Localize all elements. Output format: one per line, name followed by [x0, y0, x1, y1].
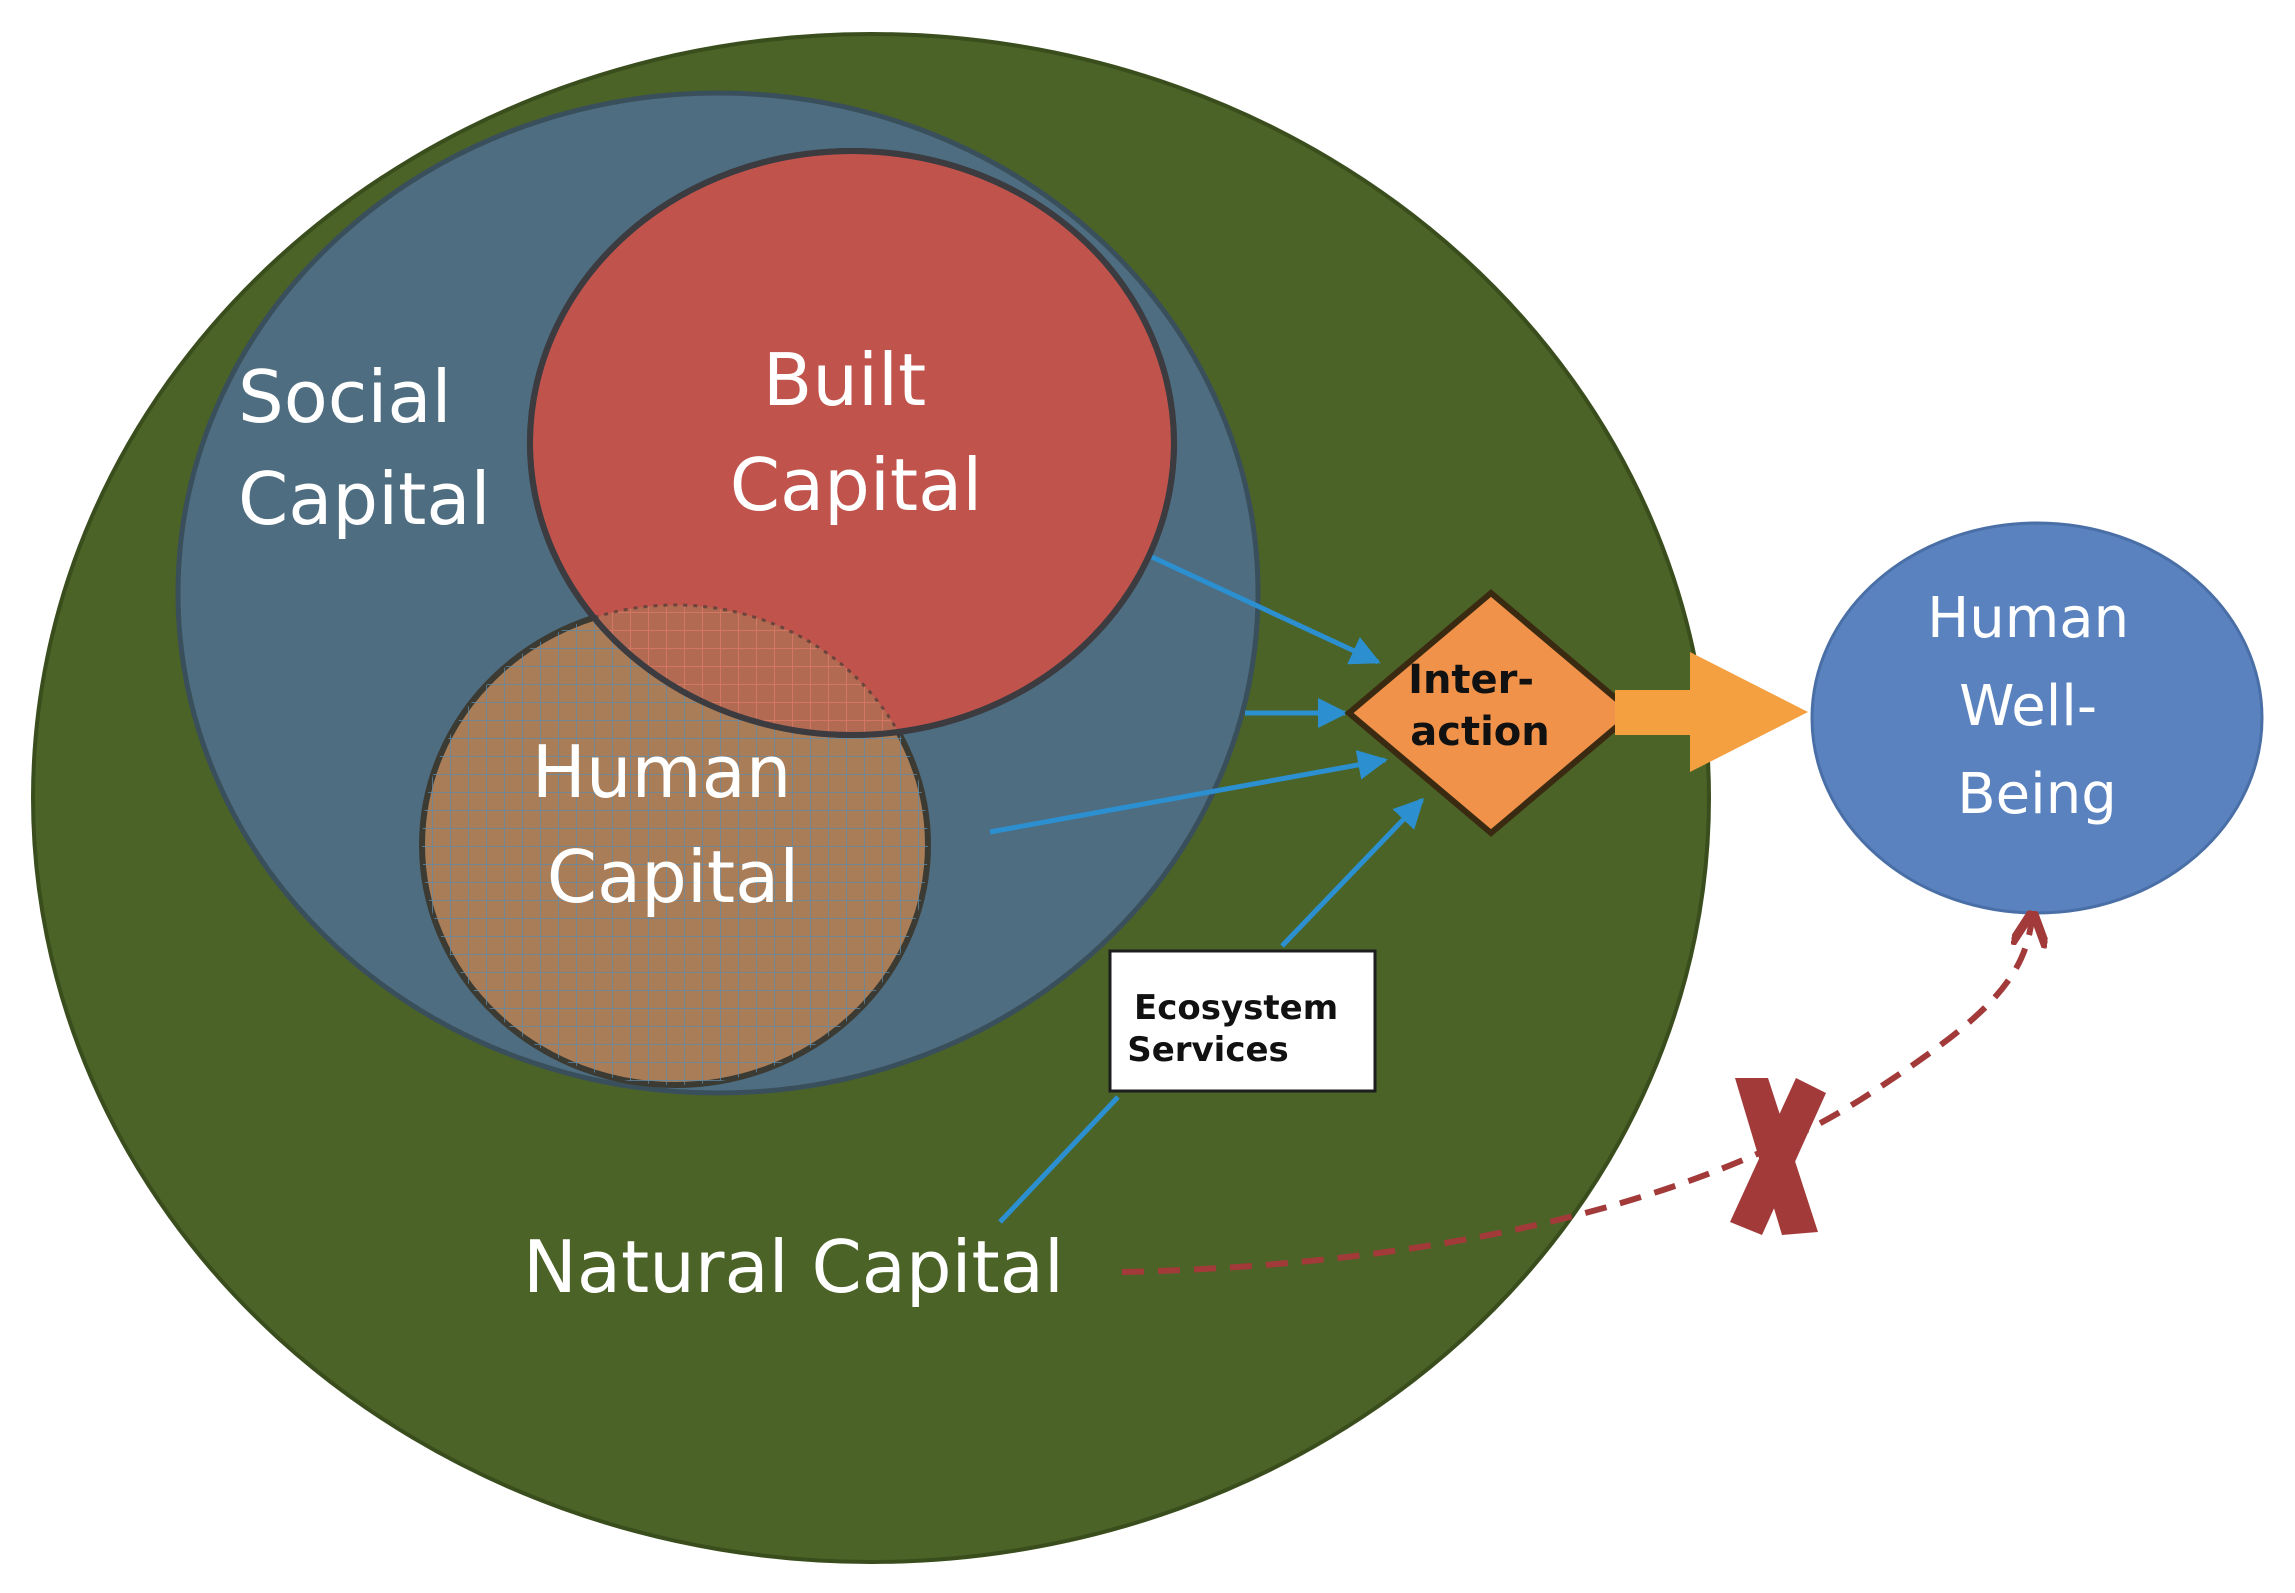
built-capital-label: Built Capital [730, 338, 982, 527]
human-to-interaction-arrow [989, 750, 1388, 835]
built-to-interaction-arrow [1150, 554, 1381, 665]
natural-capital-label: Natural Capital [523, 1225, 1064, 1309]
built-capital-line-2: Capital [730, 443, 982, 527]
human-well-being-line-1: Human [1927, 586, 2129, 651]
interaction-line-2: action [1410, 709, 1550, 755]
human-capital-line-2: Capital [547, 835, 799, 919]
output-arrow [1615, 652, 1808, 772]
interaction-label: Inter- action [1408, 657, 1550, 755]
interaction-diamond [1344, 589, 1638, 837]
blocked-x-icon [1730, 1078, 1826, 1235]
built-capital-outline [526, 148, 1177, 738]
social-capital-label: Social Capital [238, 355, 490, 541]
human-capital-label: Human Capital [532, 730, 815, 919]
services-to-interaction-arrow [1280, 797, 1425, 948]
ecosystem-services-label: Ecosystem Services [1127, 988, 1350, 1070]
natural-to-services-line [998, 1095, 1120, 1224]
human-well-being-label: Human Well- Being [1927, 586, 2147, 827]
human-capital-line-1: Human [532, 730, 792, 814]
ecosystem-services-line-1: Ecosystem [1134, 988, 1338, 1028]
social-capital-line-1: Social [238, 355, 451, 439]
ecosystem-services-box [1108, 949, 1377, 1093]
blocked-direct-link [1121, 918, 2032, 1275]
built-capital-line-1: Built [763, 338, 926, 422]
human-well-being-line-2: Well- [1959, 674, 2097, 739]
social-capital-line-2: Capital [238, 457, 490, 541]
ecosystem-services-line-2: Services [1127, 1030, 1289, 1070]
human-well-being-line-3: Being [1957, 762, 2116, 827]
interaction-line-1: Inter- [1408, 657, 1534, 703]
